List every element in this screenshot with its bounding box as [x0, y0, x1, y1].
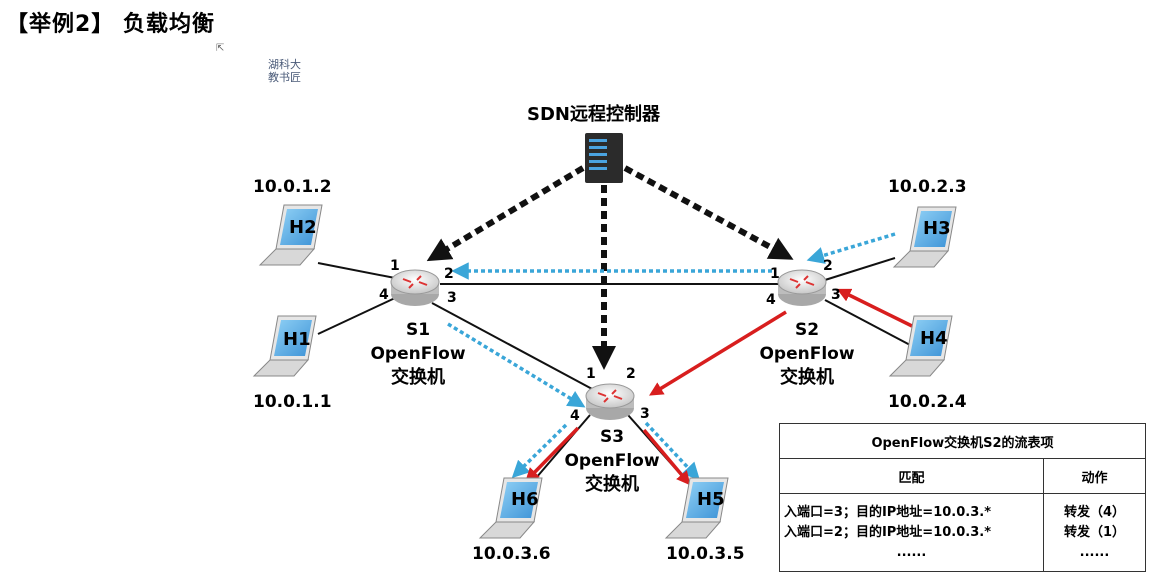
flow-table-match-cell: 入端口=3；目的IP地址=10.0.3.* 入端口=2；目的IP地址=10.0.… [779, 493, 1044, 572]
flow-table-row: 入端口=3；目的IP地址=10.0.3.* 入端口=2；目的IP地址=10.0.… [779, 493, 1146, 572]
host-h4-ip: 10.0.2.4 [888, 392, 967, 412]
flow-red [525, 288, 913, 486]
switch-s3-type: OpenFlow [564, 451, 660, 471]
host-h3-icon [892, 206, 957, 268]
s1-port-2: 2 [444, 266, 454, 282]
flow-table-header-match: 匹配 [779, 458, 1044, 494]
switch-s3-label: S3 OpenFlow 交换机 [562, 425, 662, 497]
s2-port-1: 1 [770, 266, 780, 282]
flow-table-action-cell: 转发（4） 转发（1） ...... [1043, 493, 1146, 572]
link-h1-s1 [317, 297, 396, 335]
host-h3-ip: 10.0.2.3 [888, 177, 967, 197]
s1-port-4: 4 [379, 287, 389, 303]
host-h3-name: H3 [923, 218, 951, 239]
s2-port-3: 3 [831, 287, 841, 303]
host-h4-icon [888, 315, 953, 377]
host-h2-ip: 10.0.1.2 [253, 177, 332, 197]
s2-port-2: 2 [823, 258, 833, 274]
link-s3-h6 [529, 414, 591, 486]
s1-port-3: 3 [447, 290, 457, 306]
control-link-s2 [623, 165, 794, 260]
links [317, 257, 913, 486]
switch-s1-kind: 交换机 [391, 367, 445, 388]
flow-row-1-action: 转发（4） [1063, 504, 1126, 520]
link-s1-s3 [431, 302, 595, 391]
host-h5-icon [664, 477, 729, 539]
flow-table: OpenFlow交换机S2的流表项 匹配 动作 入端口=3；目的IP地址=10.… [779, 423, 1146, 572]
watermark-line1: 湖科大 [268, 58, 301, 71]
watermark: 湖科大 教书匠 [268, 58, 301, 84]
s3-port-2: 2 [626, 366, 636, 382]
flow-row-2-action: 转发（1） [1063, 524, 1126, 540]
watermark-line2: 教书匠 [268, 71, 301, 84]
flow-row-3-match: ...... [896, 544, 927, 560]
switch-s2-label: S2 OpenFlow 交换机 [757, 318, 857, 390]
page-title: 【举例2】 负载均衡 [6, 12, 215, 37]
control-link-s1 [426, 165, 585, 262]
cursor-icon: ⇱ [216, 43, 225, 54]
switch-s3-kind: 交换机 [585, 474, 639, 495]
host-h2-name: H2 [289, 217, 317, 238]
link-s2-h3 [824, 257, 896, 281]
link-s2-h4 [824, 299, 913, 347]
host-h1-ip: 10.0.1.1 [253, 392, 332, 412]
link-h2-s1 [317, 262, 396, 279]
host-h1-icon [252, 315, 317, 377]
s3-port-3: 3 [640, 406, 650, 422]
switch-s2-icon [777, 269, 827, 306]
s1-port-1: 1 [390, 258, 400, 274]
controller-label: SDN远程控制器 [527, 104, 660, 125]
controller-server-icon [585, 133, 623, 183]
host-h5-name: H5 [697, 489, 725, 510]
s3-port-4: 4 [570, 408, 580, 424]
host-h1-name: H1 [283, 329, 311, 350]
host-h4-name: H4 [920, 328, 948, 349]
host-h5-ip: 10.0.3.5 [666, 544, 745, 564]
s3-port-1: 1 [586, 366, 596, 382]
host-h6-icon [478, 477, 543, 539]
flow-row-1-match: 入端口=3；目的IP地址=10.0.3.* [784, 504, 991, 520]
switch-s3-icon [585, 383, 635, 420]
host-h6-name: H6 [511, 489, 539, 510]
host-h2-icon [258, 204, 323, 266]
switch-s3-id: S3 [599, 427, 625, 447]
flow-blue [447, 232, 896, 479]
s2-port-4: 4 [766, 292, 776, 308]
switch-s2-type: OpenFlow [759, 344, 855, 364]
host-h6-ip: 10.0.3.6 [472, 544, 551, 564]
flow-blue-2 [644, 421, 700, 481]
switch-s1-id: S1 [405, 320, 431, 340]
switch-s1-icon [390, 269, 440, 306]
switch-s1-type: OpenFlow [370, 344, 466, 364]
flow-row-2-match: 入端口=2；目的IP地址=10.0.3.* [784, 524, 991, 540]
flow-table-header-action: 动作 [1043, 458, 1146, 494]
switch-s1-label: S1 OpenFlow 交换机 [368, 318, 468, 390]
switch-s2-kind: 交换机 [780, 367, 834, 388]
flow-table-caption: OpenFlow交换机S2的流表项 [779, 423, 1146, 459]
flow-row-3-action: ...... [1079, 544, 1110, 560]
switch-s2-id: S2 [794, 320, 820, 340]
control-channels [426, 165, 794, 370]
